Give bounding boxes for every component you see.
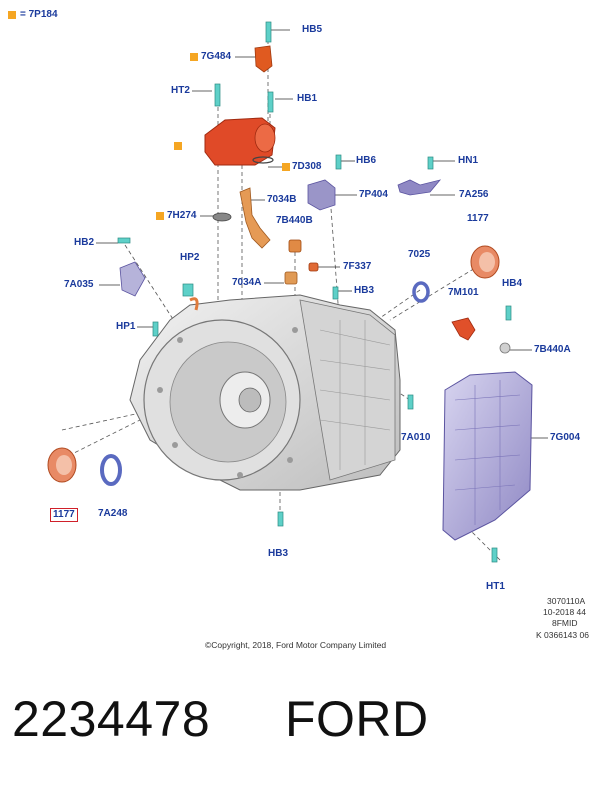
label-hb3-top: HB3 (354, 285, 375, 296)
label-1177-top: 1177 (467, 213, 489, 224)
pump-assembly (204, 45, 276, 166)
part-number: 2234478 (12, 691, 211, 747)
label-hb3-bottom: HB3 (268, 548, 289, 559)
transmission-case (129, 294, 401, 491)
brand-name: FORD (285, 691, 429, 747)
label-hb5: HB5 (302, 24, 323, 35)
drawing-info-1: 3070110A (547, 596, 586, 606)
drawing-info-3: 8FMID (552, 618, 578, 628)
label-1177-bottom: 1177 (50, 508, 78, 522)
marker-7d308 (282, 163, 290, 171)
label-7a248: 7A248 (98, 508, 128, 519)
copyright: ©Copyright, 2018, Ford Motor Company Lim… (205, 640, 387, 650)
marker-7h274 (156, 212, 164, 220)
label-hb2: HB2 (74, 237, 95, 248)
label-7d308: 7D308 (292, 161, 322, 172)
seals (47, 245, 500, 486)
drawing-info-4: K 0366143 06 (536, 630, 589, 640)
valve-body-cover (442, 371, 533, 541)
label-hn1: HN1 (458, 155, 479, 166)
label-7a035: 7A035 (64, 279, 94, 290)
label-7m101: 7M101 (448, 287, 479, 298)
marker-pump (174, 142, 182, 150)
label-7b440a: 7B440A (534, 344, 571, 355)
label-7h274: 7H274 (167, 210, 197, 221)
label-hb1: HB1 (297, 93, 318, 104)
label-7034a: 7034A (232, 277, 262, 288)
drawing-info-2: 10-2018 44 (543, 607, 587, 617)
label-7b440b: 7B440B (276, 215, 313, 226)
label-hp2: HP2 (180, 252, 200, 263)
label-7a256: 7A256 (459, 189, 489, 200)
bolts (117, 21, 512, 563)
label-7034b: 7034B (267, 194, 297, 205)
label-7g004: 7G004 (550, 432, 581, 443)
label-7025: 7025 (408, 249, 431, 260)
legend-swatch (8, 11, 16, 19)
legend-label: = 7P184 (20, 9, 58, 20)
label-7g484: 7G484 (201, 51, 232, 62)
label-ht2: HT2 (171, 85, 190, 96)
label-ht1: HT1 (486, 581, 505, 592)
label-7a010: 7A010 (401, 432, 431, 443)
marker-7g484 (190, 53, 198, 61)
label-7f337: 7F337 (343, 261, 372, 272)
label-hb4: HB4 (502, 278, 523, 289)
label-hb6: HB6 (356, 155, 377, 166)
label-hp1: HP1 (116, 321, 136, 332)
small-parts (119, 179, 511, 354)
label-7p404: 7P404 (359, 189, 388, 200)
